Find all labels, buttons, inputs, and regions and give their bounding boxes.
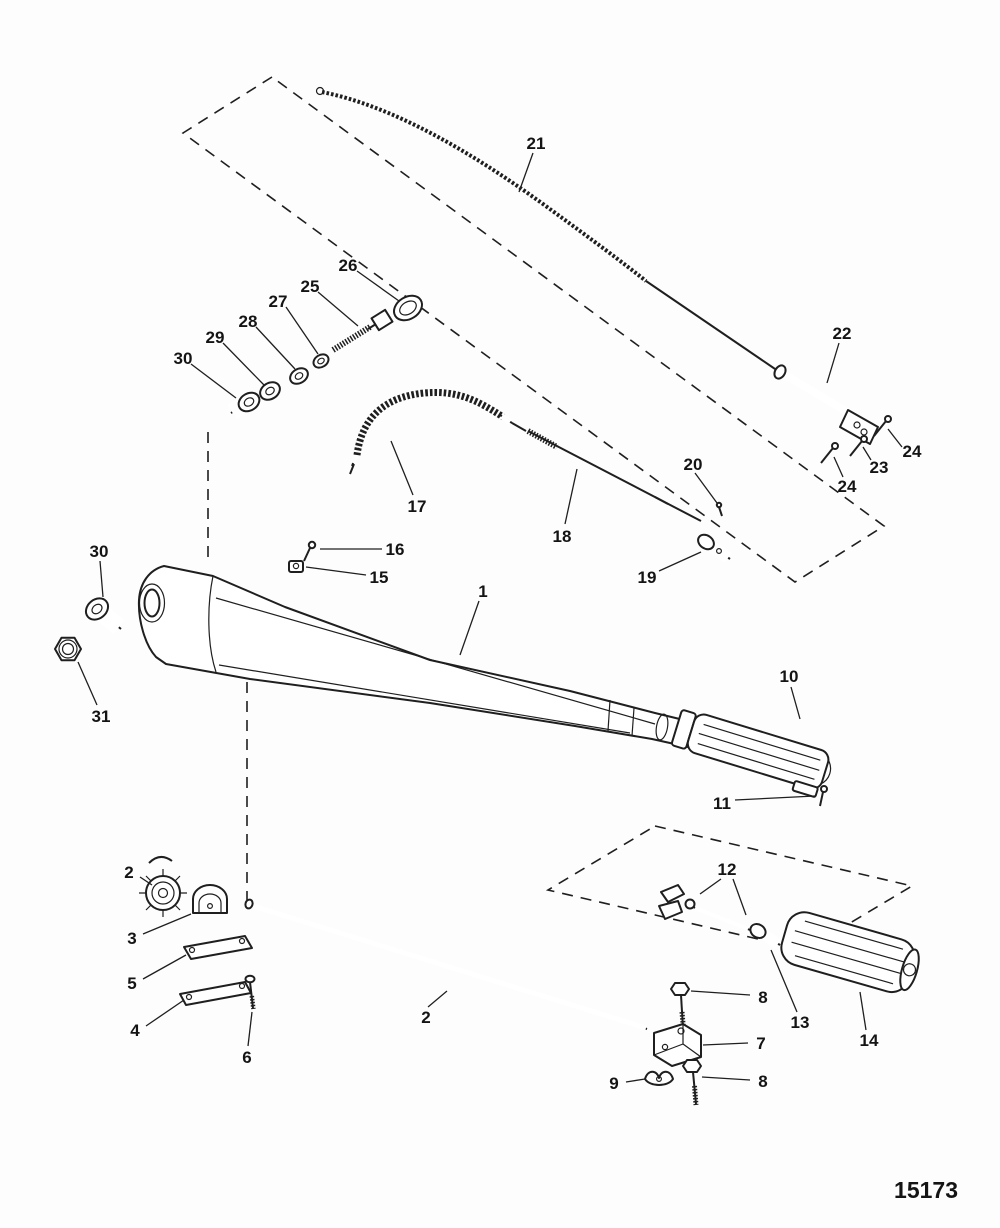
- part-26-cap: [393, 294, 423, 322]
- part-8-bolt-bottom: [682, 1059, 702, 1106]
- callout-9: 9: [609, 1074, 618, 1093]
- callout-3: 3: [127, 929, 136, 948]
- callout-18: 18: [553, 527, 572, 546]
- callout-31: 31: [92, 707, 111, 726]
- callout-5: 5: [127, 974, 136, 993]
- callout-25: 25: [301, 277, 320, 296]
- part-30-bushing-top: [227, 391, 261, 420]
- part-11-screw: [819, 785, 828, 807]
- callout-6: 6: [242, 1048, 251, 1067]
- callout-13: 13: [791, 1013, 810, 1032]
- part-2-rope-coil: [139, 856, 187, 917]
- part-18-rod: [526, 428, 702, 522]
- part-29-spacer: [259, 381, 281, 401]
- callout-19: 19: [638, 568, 657, 587]
- part-15-clip: [288, 560, 304, 573]
- part-4-plate: [179, 981, 252, 1006]
- callout-30-top: 30: [174, 349, 193, 368]
- part-24-screw-b: [820, 442, 839, 464]
- callout-labels: 21 26 25 27 28 29 30 22 24 23 24 17 18 2…: [90, 134, 922, 1093]
- part-3-pulley-block: [192, 884, 228, 914]
- callout-8-top: 8: [758, 988, 767, 1007]
- callout-14: 14: [860, 1031, 879, 1050]
- part-27-washer: [312, 353, 330, 369]
- part-23-screw: [849, 435, 868, 457]
- leader-lines: [77, 152, 903, 1083]
- callout-16: 16: [386, 540, 405, 559]
- callout-2-coil: 2: [124, 863, 133, 882]
- part-30-bushing-left: [84, 597, 125, 635]
- callout-4: 4: [130, 1021, 140, 1040]
- part-16-screw: [303, 540, 317, 562]
- part-6-screw: [244, 974, 256, 1010]
- part-1-steering-arm: [137, 565, 693, 748]
- callout-24-b: 24: [838, 477, 857, 496]
- part-13-bushing: [749, 923, 782, 949]
- callout-23: 23: [870, 458, 889, 477]
- part-17-hose: [349, 388, 527, 475]
- callout-30-left: 30: [90, 542, 109, 561]
- part-7-clamp: [653, 1023, 702, 1067]
- part-19-sleeve: [697, 533, 732, 563]
- callout-2-rod: 2: [421, 1008, 430, 1027]
- part-24-screw-a: [873, 415, 892, 437]
- callout-28: 28: [239, 312, 258, 331]
- callout-21: 21: [527, 134, 546, 153]
- callout-10: 10: [780, 667, 799, 686]
- part-5-plate: [183, 935, 253, 960]
- figure-number: 15173: [894, 1177, 958, 1203]
- part-28-washer: [289, 367, 309, 385]
- callout-8-bottom: 8: [758, 1072, 767, 1091]
- part-31-nut: [54, 636, 82, 662]
- callout-27: 27: [269, 292, 288, 311]
- part-21-cable: [315, 86, 779, 372]
- callout-1: 1: [478, 582, 487, 601]
- part-20-pin: [715, 501, 723, 517]
- part-14-grip: [780, 911, 920, 994]
- part-8-bolt-top: [670, 982, 690, 1030]
- part-25-bolt: [331, 308, 394, 353]
- part-22-link-tube: [773, 364, 879, 445]
- callout-20: 20: [684, 455, 703, 474]
- part-12-fork-link: [658, 884, 751, 931]
- part-10-throttle-grip: [670, 709, 832, 798]
- part-9-wing-nut: [644, 1070, 674, 1086]
- callout-7: 7: [756, 1034, 765, 1053]
- callout-11: 11: [713, 794, 731, 813]
- callout-26: 26: [339, 256, 358, 275]
- callout-24-a: 24: [903, 442, 922, 461]
- callout-15: 15: [370, 568, 389, 587]
- callout-12: 12: [718, 860, 737, 879]
- callout-22: 22: [833, 324, 852, 343]
- part-2-shaft-rod: [244, 898, 648, 1031]
- callout-29: 29: [206, 328, 225, 347]
- callout-17: 17: [408, 497, 427, 516]
